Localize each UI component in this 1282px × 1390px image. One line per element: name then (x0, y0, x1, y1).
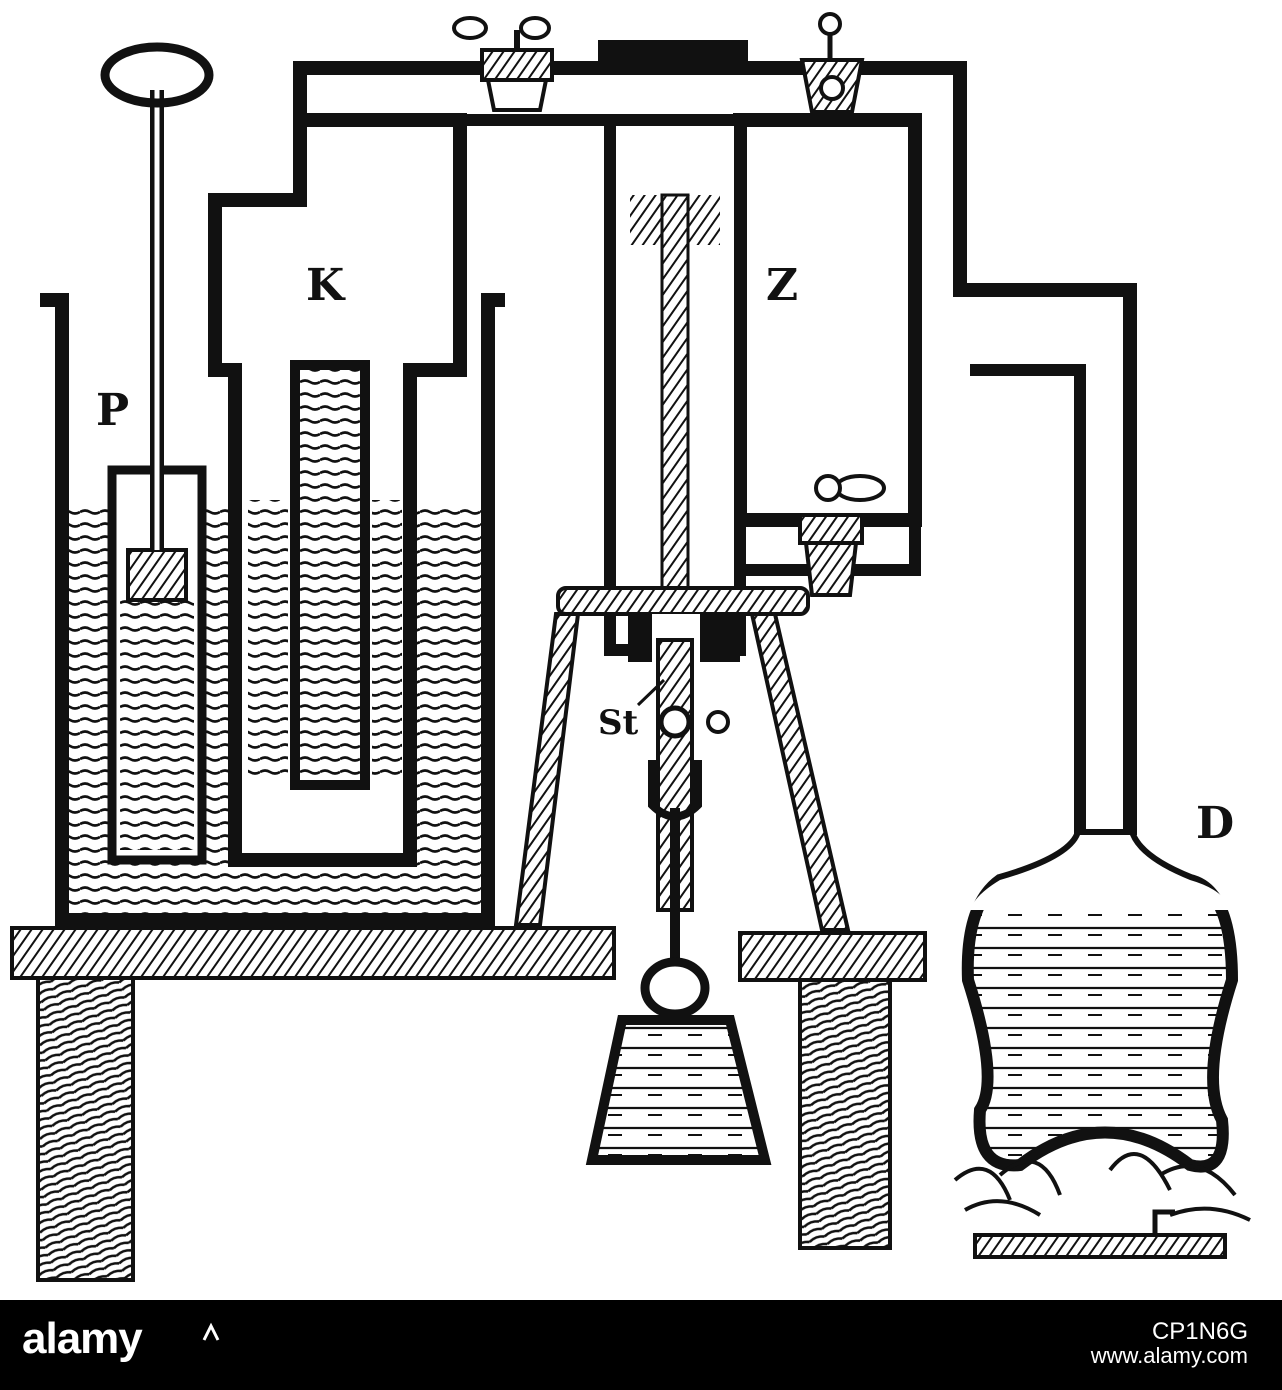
label-st: St (598, 703, 639, 743)
burner-flame (953, 1152, 1251, 1259)
brand-mark-icon (202, 1322, 220, 1341)
valve-left (452, 16, 554, 112)
piston-rod-and-weight (585, 638, 772, 1165)
footer-info: CP1N6G www.alamy.com (1091, 1320, 1248, 1368)
label-p: P (96, 385, 129, 436)
image-id: CP1N6G (1151, 1318, 1248, 1345)
steam-apparatus-diagram: P K Z St D (10, 12, 1251, 1282)
label-z: Z (766, 260, 798, 311)
label-st-leader (636, 678, 666, 707)
valve-right (799, 12, 865, 114)
label-k: K (306, 260, 346, 311)
footer-bar: alamy CP1N6G www.alamy.com (0, 1300, 1282, 1390)
cylinder-z (733, 113, 922, 576)
label-d: D (1196, 798, 1234, 849)
site-url: www.alamy.com (1090, 1343, 1248, 1368)
left-table (10, 926, 616, 1282)
piston-cylinder (598, 40, 748, 656)
valve-lower (798, 474, 886, 597)
brand-logo: alamy (22, 1314, 143, 1363)
right-table (738, 931, 927, 1250)
boiler-d (961, 829, 1239, 1173)
diagram-canvas: P K Z St D (10, 12, 1251, 1282)
pump-p (100, 42, 214, 865)
